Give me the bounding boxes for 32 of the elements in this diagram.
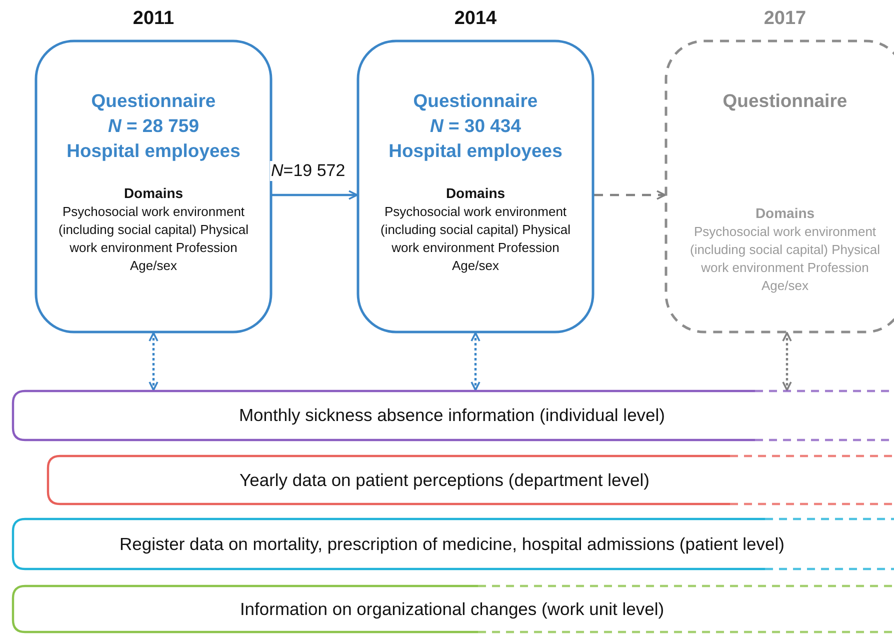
questionnaire-heading: Hospital employees — [66, 139, 240, 163]
domains-list: Psychosocial work environment (including social capital) Physical work environment Profession Age/sex — [679, 223, 891, 295]
arrow — [272, 190, 358, 200]
edge-label: N=19 572 — [270, 161, 346, 181]
arrow — [594, 190, 666, 200]
arrow — [782, 332, 792, 391]
questionnaire-heading: N = 30 434 — [430, 114, 522, 138]
questionnaire-box — [665, 8, 894, 333]
domains-list: Psychosocial work environment (including social capital) Physical work environment Profession Age/sex — [48, 203, 260, 275]
domains-heading: Domains — [755, 205, 815, 221]
questionnaire-heading: Questionnaire — [91, 89, 216, 113]
questionnaire-heading: N = 28 759 — [108, 114, 200, 138]
year-heading: 2014 — [453, 8, 498, 30]
band-label: Monthly sickness absence information (individual level) — [238, 405, 666, 426]
domains-heading: Domains — [446, 185, 506, 201]
questionnaire-box — [35, 8, 272, 333]
data-band — [47, 455, 894, 505]
domains-list: Psychosocial work environment (including social capital) Physical work environment Profession Age/sex — [370, 203, 582, 275]
data-band — [12, 585, 894, 633]
arrow — [470, 332, 480, 391]
questionnaire-heading: Hospital employees — [388, 139, 562, 163]
year-heading: 2017 — [762, 8, 808, 30]
arrow — [148, 332, 158, 391]
data-band — [12, 518, 894, 570]
domains-heading: Domains — [124, 185, 184, 201]
band-label: Yearly data on patient perceptions (department level) — [240, 470, 650, 490]
questionnaire-box — [357, 8, 594, 333]
questionnaire-heading: Questionnaire — [722, 89, 848, 113]
band-label: Register data on mortality, prescription of medicine, hospital admissions (patient level) — [120, 534, 784, 554]
questionnaire-heading: Questionnaire — [413, 89, 538, 113]
band-label: Information on organizational changes (work unit level) — [240, 598, 664, 620]
year-heading: 2011 — [132, 8, 176, 30]
